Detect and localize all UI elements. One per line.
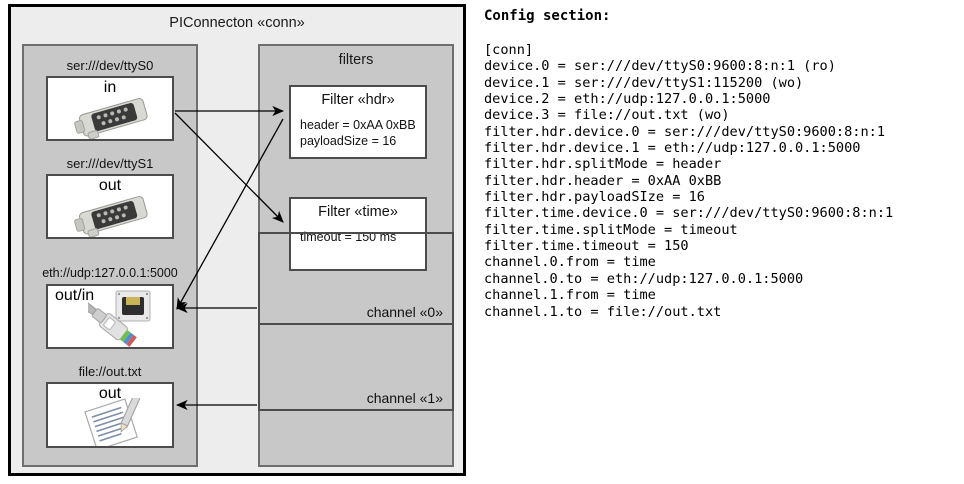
config-section: Config section: [conn] device.0 = ser://… xyxy=(478,0,964,484)
device-label-ttyS0: ser:///dev/ttyS0 xyxy=(66,58,154,73)
diagram-frame: PIConnecton «conn» ser:///dev/ttyS0 in xyxy=(8,4,466,476)
filter-title-hdr: Filter «hdr» xyxy=(321,92,395,108)
devices-panel: ser:///dev/ttyS0 in xyxy=(22,44,198,467)
ethernet-icon xyxy=(88,290,151,347)
device-box-ttyS0[interactable]: in xyxy=(46,76,174,141)
filter-prop-hdr-payloadsize: payloadSize = 16 xyxy=(300,134,397,148)
device-io-ttyS1: out xyxy=(98,177,122,194)
device-io-ttyS0: in xyxy=(103,79,117,96)
filters-panel: filters Filter «hdr» header = 0xAA 0xBB … xyxy=(258,44,454,467)
channel-label-0: channel «0» xyxy=(366,304,443,320)
serial-port-icon xyxy=(74,98,148,139)
config-lines: [conn] device.0 = ser:///dev/ttyS0:9600:… xyxy=(484,42,894,320)
device-box-eth[interactable]: out/in xyxy=(46,284,174,349)
filter-box-hdr[interactable]: Filter «hdr» header = 0xAA 0xBB payloadS… xyxy=(289,85,427,159)
device-io-file: out xyxy=(98,385,122,402)
device-io-eth: out/in xyxy=(55,287,95,304)
config-heading: Config section: xyxy=(484,8,611,24)
channel-box-0[interactable]: channel «0» xyxy=(258,232,454,325)
device-box-ttyS1[interactable]: out xyxy=(46,174,174,239)
channel-box-1[interactable]: channel «1» xyxy=(258,323,454,411)
filters-panel-title: filters xyxy=(338,52,374,68)
text-file-icon xyxy=(84,398,143,446)
serial-port-icon xyxy=(74,196,148,237)
device-label-ttyS1: ser:///dev/ttyS1 xyxy=(66,156,154,171)
filter-prop-hdr-header: header = 0xAA 0xBB xyxy=(300,118,416,132)
device-box-file[interactable]: out xyxy=(46,382,174,448)
device-label-eth: eth://udp:127.0.0.1:5000 xyxy=(42,266,178,280)
device-label-file: file://out.txt xyxy=(78,364,142,379)
filter-box-time[interactable]: Filter «time» timeout = 150 ms xyxy=(289,197,427,271)
diagram-title: PIConnecton «conn» xyxy=(169,15,305,31)
filter-title-time: Filter «time» xyxy=(318,204,398,220)
channel-label-1: channel «1» xyxy=(366,390,443,406)
